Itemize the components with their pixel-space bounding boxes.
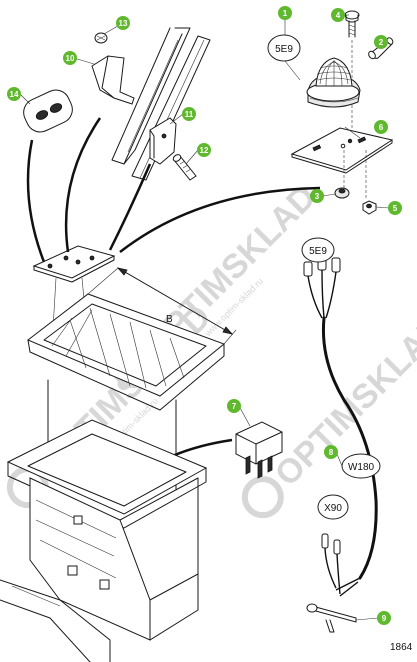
plug-code-text: X90: [324, 503, 342, 514]
callout-1: 1: [278, 6, 292, 20]
callout-7-text: 7: [232, 402, 237, 411]
lamp-housing-part: [306, 57, 361, 108]
callout-6: 6: [374, 120, 388, 134]
figure-number: 1864: [390, 642, 413, 653]
callout-3: 3: [310, 189, 324, 203]
nut-part: [362, 200, 377, 215]
lamp-base-plate-part: [290, 127, 394, 200]
cable-tie-part: [306, 603, 357, 633]
callout-8: 8: [324, 445, 338, 459]
callout-2: 2: [374, 35, 388, 49]
dimension-label: B: [166, 314, 173, 325]
lamp-code-text: 5E9: [275, 44, 293, 55]
callout-14: 14: [7, 87, 21, 101]
callout-9: 9: [377, 611, 391, 625]
callout-7: 7: [227, 399, 241, 413]
callout-5-text: 5: [393, 204, 398, 213]
clamp-part: [149, 117, 197, 181]
callout-4-text: 4: [336, 11, 341, 20]
label-plug: X90: [317, 494, 349, 520]
callout-2-text: 2: [379, 38, 384, 47]
callout-12-text: 12: [200, 146, 209, 155]
callout-10-text: 10: [66, 54, 75, 63]
label-harness: W180: [341, 453, 381, 479]
callout-6-text: 6: [379, 123, 384, 132]
callout-13-text: 13: [119, 19, 128, 28]
callout-11-text: 11: [185, 110, 194, 119]
harness-code-text: W180: [348, 462, 375, 473]
callout-9-text: 9: [382, 614, 387, 623]
callout-14-text: 14: [10, 90, 19, 99]
callout-8-text: 8: [329, 448, 334, 457]
watermark-group-right: OPTIMSKLAD: [241, 308, 417, 519]
mount-plate-part: [32, 245, 116, 283]
connector-code-text: 5E9: [309, 246, 327, 257]
rubber-pad-part: [23, 89, 73, 133]
callout-11: 11: [182, 107, 196, 121]
truck-body-part: [0, 379, 208, 662]
callout-4: 4: [331, 8, 345, 22]
bracket-part: [91, 32, 135, 105]
callout-3-text: 3: [315, 192, 320, 201]
callout-13: 13: [116, 16, 130, 30]
label-lamp-code: 5E9: [267, 34, 301, 62]
callout-1-text: 1: [283, 9, 288, 18]
label-connector-code: 5E9: [301, 237, 335, 263]
callout-12: 12: [197, 143, 211, 157]
mast-rails: [111, 27, 211, 181]
callout-10: 10: [63, 51, 77, 65]
dimension-b: B: [87, 267, 237, 345]
callout-5: 5: [388, 201, 402, 215]
grommet-part: [334, 187, 350, 199]
relay-part: [235, 421, 283, 479]
